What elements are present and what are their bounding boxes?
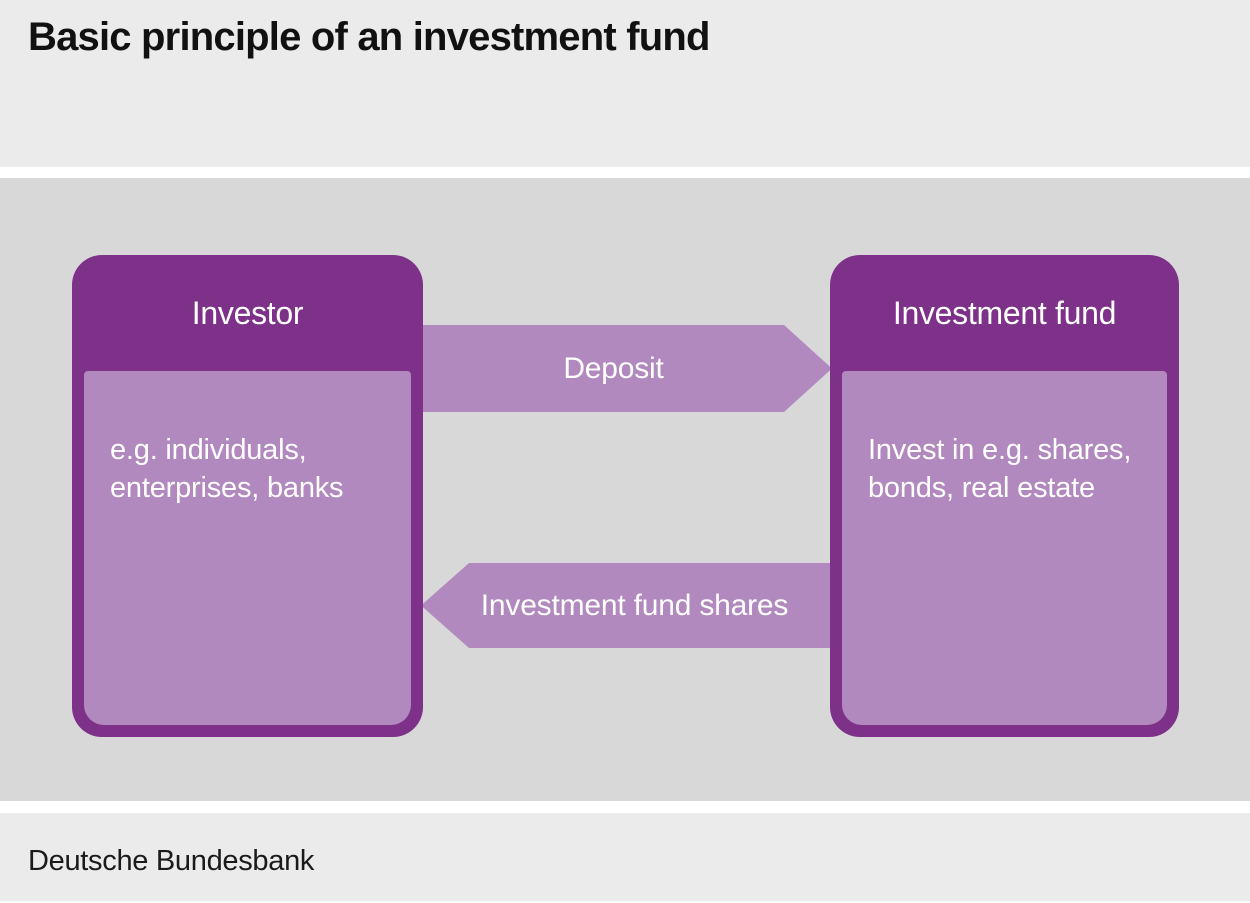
title-band: Basic principle of an investment fund (0, 0, 1250, 167)
node-investor-body-line1: e.g. individuals, (110, 434, 307, 466)
node-investment-fund-title: Investment fund (892, 294, 1117, 331)
flow-label-deposit: Deposit (563, 351, 664, 385)
node-investment-fund-header: Investment fund (830, 255, 1179, 371)
diagram-canvas: Deposit Investment fund shares Investor … (0, 178, 1250, 801)
flow-arrow-fund-shares: Investment fund shares (421, 563, 830, 648)
figure-title: Basic principle of an investment fund (28, 15, 710, 59)
node-investment-fund: Investment fund Invest in e.g. shares, b… (830, 255, 1179, 737)
node-investor-header: Investor (72, 255, 423, 371)
node-investment-fund-body-line1: Invest in e.g. shares, (868, 434, 1132, 466)
source-label: Deutsche Bundesbank (28, 845, 315, 877)
node-investment-fund-body: Invest in e.g. shares, bonds, real estat… (842, 371, 1167, 725)
footer-band: Deutsche Bundesbank (0, 813, 1250, 901)
flow-label-fund-shares: Investment fund shares (480, 588, 789, 622)
node-investor-body-line2: enterprises, banks (110, 472, 344, 504)
node-investor-title: Investor (191, 294, 304, 331)
node-investment-fund-body-line2: bonds, real estate (868, 472, 1095, 504)
node-investor-body: e.g. individuals, enterprises, banks (84, 371, 411, 725)
flow-arrow-deposit: Deposit (423, 325, 832, 412)
node-investor: Investor e.g. individuals, enterprises, … (72, 255, 423, 737)
